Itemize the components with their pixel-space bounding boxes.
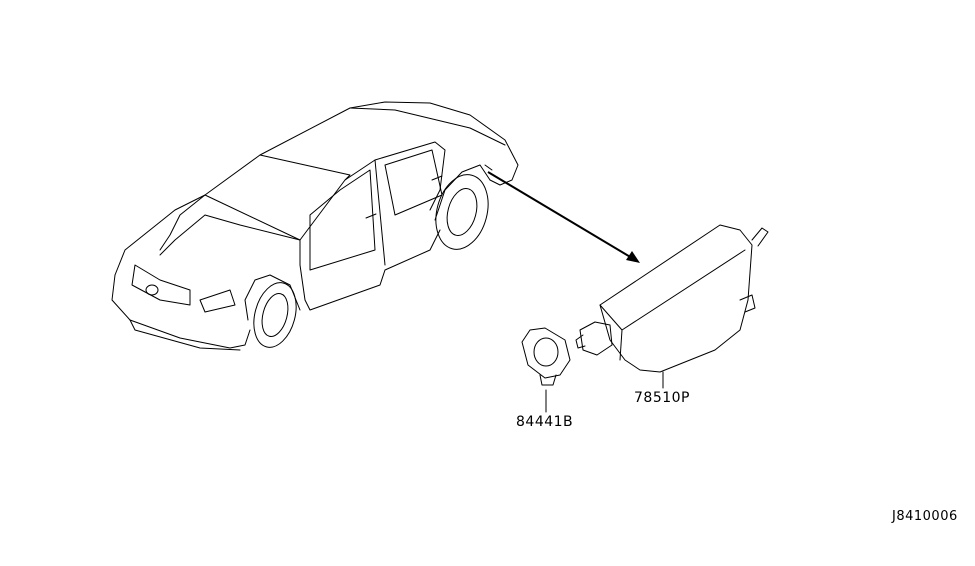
- part-84441B-illustration: [521, 327, 571, 413]
- part-number-label-78510P: 78510P: [634, 390, 690, 406]
- diagram-code: J8410006: [892, 509, 958, 524]
- car-illustration: [111, 101, 519, 351]
- part-78510P-illustration: [575, 224, 769, 389]
- part-number-label-84441B: 84441B: [516, 414, 574, 430]
- location-arrow: [487, 171, 640, 263]
